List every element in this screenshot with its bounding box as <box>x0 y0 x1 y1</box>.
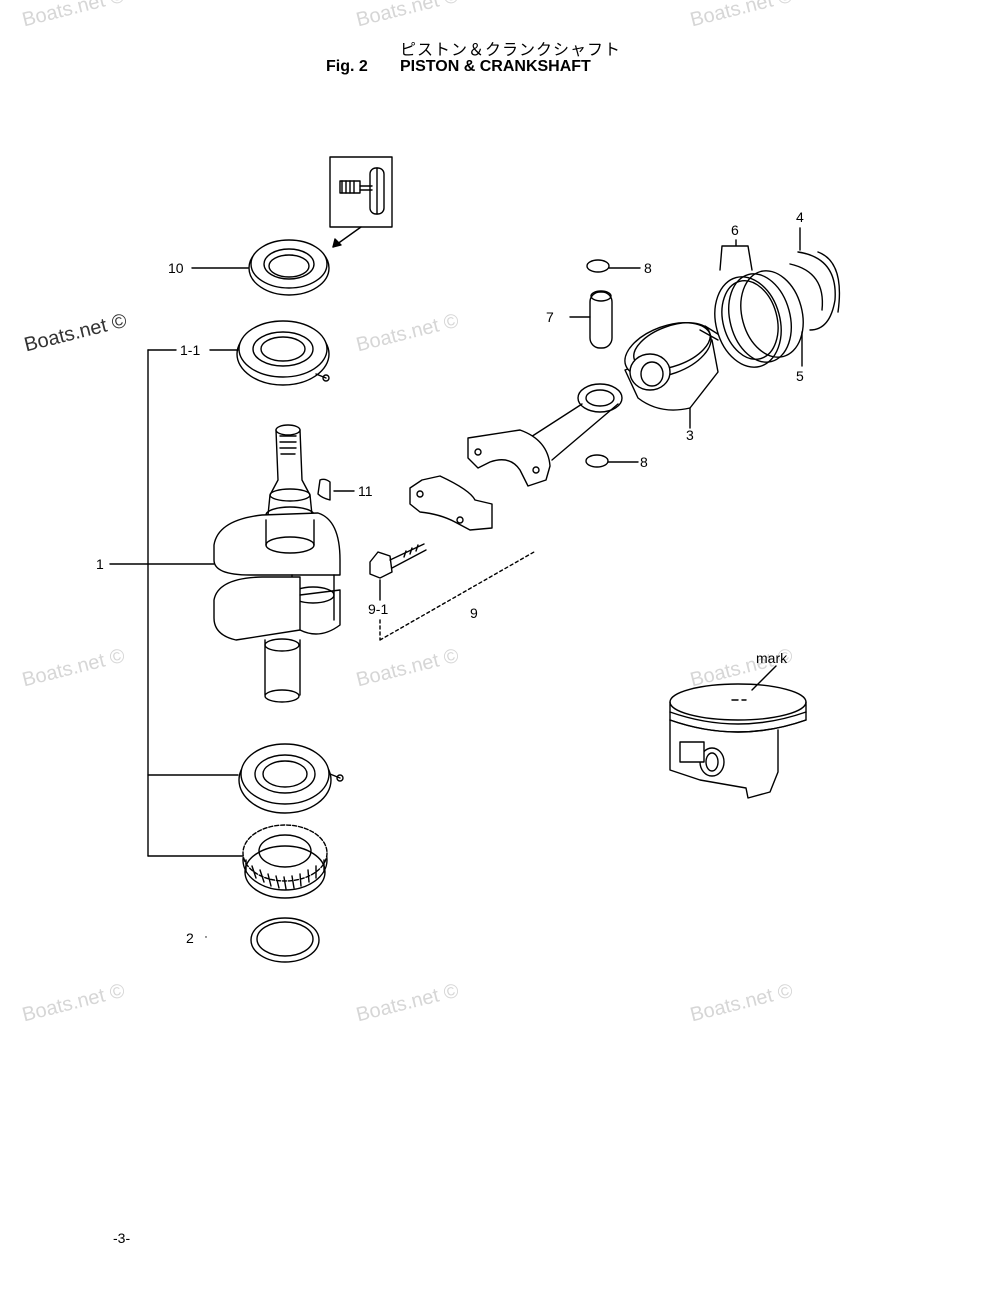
lower-bearing <box>238 743 344 814</box>
inset-detail <box>329 156 393 228</box>
callout-10: 10 <box>168 260 184 276</box>
callout-5: 5 <box>796 368 804 384</box>
rod-cap <box>409 475 493 531</box>
connecting-rod <box>467 383 623 487</box>
page-number: -3- <box>113 1230 131 1246</box>
title-japanese: ピストン＆クランクシャフト <box>400 40 622 59</box>
callout-6: 6 <box>731 222 739 238</box>
callout-7: 7 <box>546 309 554 325</box>
callout-2: 2 <box>186 930 194 946</box>
callout-9: 9 <box>470 605 478 621</box>
woodruff-key <box>317 478 331 501</box>
callout-8-upper: 8 <box>644 260 652 276</box>
title-english: PISTON & CRANKSHAFT <box>400 58 591 75</box>
piston-pin <box>589 290 613 349</box>
circlip-lower <box>585 454 609 468</box>
washer <box>250 917 320 963</box>
crankshaft <box>213 424 341 703</box>
callout-11: 11 <box>358 483 373 499</box>
circlip-upper <box>586 259 610 273</box>
piston-rings <box>714 270 804 368</box>
crankshaft-gear <box>242 824 328 899</box>
piston-mark-illustration <box>669 683 807 799</box>
upper-bearing <box>236 320 330 386</box>
callout-mark: mark <box>756 650 788 666</box>
callout-1: 1 <box>96 556 104 572</box>
callout-3: 3 <box>686 427 694 443</box>
oil-seal <box>248 239 330 296</box>
callout-8-lower: 8 <box>640 454 648 470</box>
piston <box>624 321 722 411</box>
callout-1-1: 1-1 <box>180 342 201 358</box>
callout-4: 4 <box>796 209 804 225</box>
rod-bolt <box>369 543 427 579</box>
top-rings <box>789 251 841 331</box>
figure-label: Fig. 2 <box>326 58 368 75</box>
callout-9-1: 9-1 <box>368 601 389 617</box>
